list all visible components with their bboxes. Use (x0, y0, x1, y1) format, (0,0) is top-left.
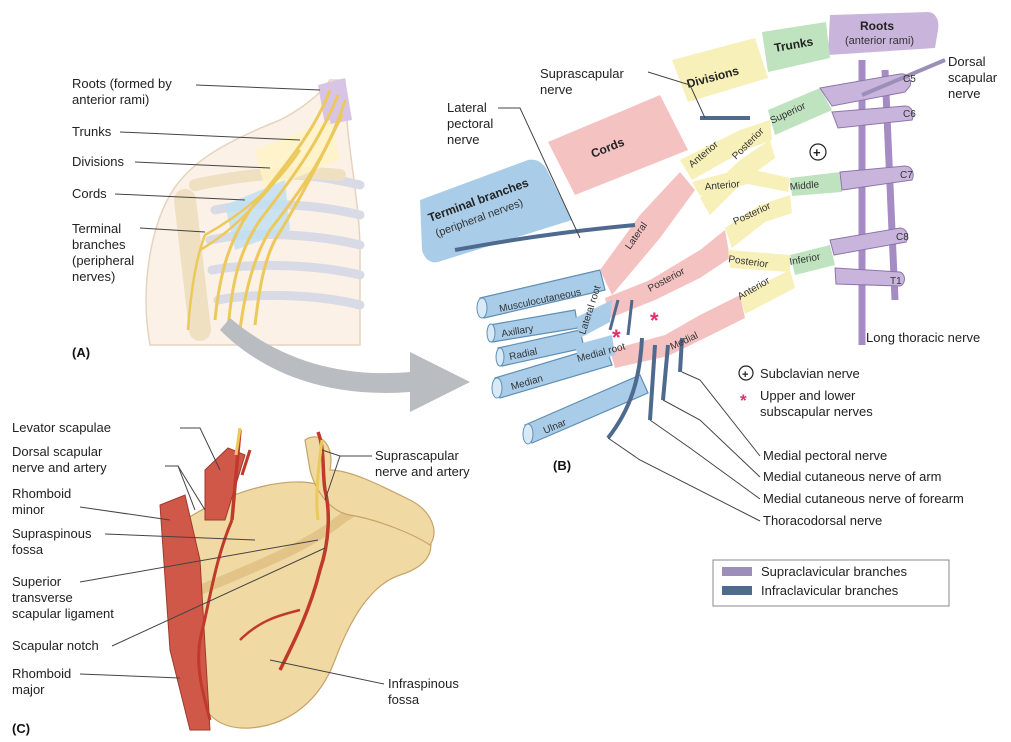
legend-swatch-supraclavicular (722, 567, 752, 576)
ulnar-end (523, 424, 533, 444)
leader-rhomboid-minor (80, 507, 170, 520)
label-infraspinous-line2: fossa (388, 692, 420, 707)
label-terminal-a-line1: Terminal (72, 221, 121, 236)
label-medial-pectoral: Medial pectoral nerve (763, 448, 887, 463)
leader-medial-cut-arm (663, 400, 760, 477)
label-suprascapular-c-line2: nerve and artery (375, 464, 470, 479)
label-superior-ligament-line1: Superior (12, 574, 62, 589)
label-dorsal-scapular-line2: scapular (948, 70, 998, 85)
label-superior-ligament-line2: transverse (12, 590, 73, 605)
leader-thoracodorsal (608, 438, 760, 521)
leader-roots-a (196, 85, 320, 90)
root-c7-label: C7 (900, 170, 913, 181)
header-roots-label: Roots (860, 19, 894, 33)
subscapular-star-2: * (650, 308, 659, 333)
label-dorsal-scapular-c-line2: nerve and artery (12, 460, 107, 475)
subclavian-marker-sign: + (813, 145, 821, 160)
label-divisions-a: Divisions (72, 154, 125, 169)
label-dorsal-scapular-c-line1: Dorsal scapular (12, 444, 103, 459)
label-rhomboid-minor-line1: Rhomboid (12, 486, 71, 501)
leader-medial-cut-forearm (650, 420, 760, 499)
leader-rhomboid-major (80, 674, 180, 678)
label-lateral-pectoral-line2: pectoral (447, 116, 493, 131)
label-suprascapular-c-line1: Suprascapular (375, 448, 459, 463)
musculocutaneous-end (477, 298, 487, 318)
legend-swatch-infraclavicular (722, 586, 752, 595)
label-thoracodorsal: Thoracodorsal nerve (763, 513, 882, 528)
panel-a-illustration (146, 78, 360, 345)
label-lateral-pectoral-line3: nerve (447, 132, 480, 147)
label-superior-ligament-line3: scapular ligament (12, 606, 114, 621)
label-supraspinous-line2: fossa (12, 542, 44, 557)
label-subclavian: Subclavian nerve (760, 366, 860, 381)
leader-medial-pectoral (682, 372, 760, 456)
panel-label-b: (B) (553, 458, 571, 473)
subscapular-star-1: * (612, 325, 621, 350)
axillary-end (487, 324, 495, 342)
label-rhomboid-major-line1: Rhomboid (12, 666, 71, 681)
label-roots-a-line1: Roots (formed by (72, 76, 172, 91)
label-medial-cut-forearm: Medial cutaneous nerve of forearm (763, 491, 964, 506)
legend-subclavian-marker-sign: + (742, 369, 748, 381)
label-scapular-notch: Scapular notch (12, 638, 99, 653)
root-c6-tube (832, 106, 913, 128)
label-roots-a-line2: anterior rami) (72, 92, 149, 107)
label-rhomboid-major-line2: major (12, 682, 45, 697)
label-suprascapular-line2: nerve (540, 82, 573, 97)
legend-infraclavicular: Infraclavicular branches (761, 583, 899, 598)
median-end (492, 378, 502, 398)
label-rhomboid-minor-line2: minor (12, 502, 45, 517)
vertebral-column (862, 60, 895, 345)
legend-star: * (740, 391, 747, 410)
header-roots-sub: (anterior rami) (845, 35, 914, 47)
label-levator-scapulae: Levator scapulae (12, 420, 111, 435)
panel-label-a: (A) (72, 345, 90, 360)
label-dorsal-scapular-line1: Dorsal (948, 54, 986, 69)
label-medial-cut-arm: Medial cutaneous nerve of arm (763, 469, 941, 484)
panel-label-c: (C) (12, 721, 30, 736)
label-suprascapular-line1: Suprascapular (540, 66, 624, 81)
root-t1-label: T1 (890, 276, 902, 287)
label-long-thoracic: Long thoracic nerve (866, 330, 980, 345)
root-c8-label: C8 (896, 232, 909, 243)
label-infraspinous-line1: Infraspinous (388, 676, 459, 691)
legend-supraclavicular: Supraclavicular branches (761, 564, 907, 579)
label-dorsal-scapular-line3: nerve (948, 86, 981, 101)
root-c5-label: C5 (903, 74, 916, 85)
label-supraspinous-line1: Supraspinous (12, 526, 92, 541)
label-lateral-pectoral-line1: Lateral (447, 100, 487, 115)
label-trunks-a: Trunks (72, 124, 112, 139)
label-terminal-a-line2: branches (72, 237, 126, 252)
label-cords-a: Cords (72, 186, 107, 201)
root-c6-label: C6 (903, 109, 916, 120)
label-subscapular-line1: Upper and lower (760, 388, 856, 403)
legend: Supraclavicular branches Infraclavicular… (713, 560, 949, 606)
label-subscapular-line2: subscapular nerves (760, 404, 873, 419)
label-terminal-a-line4: nerves) (72, 269, 115, 284)
division-anterior-2-label: Anterior (704, 179, 741, 193)
radial-end (496, 348, 504, 366)
label-terminal-a-line3: (peripheral (72, 253, 134, 268)
